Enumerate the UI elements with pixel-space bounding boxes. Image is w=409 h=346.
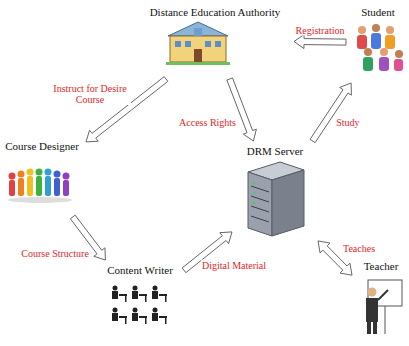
diagram-node: Distance Education Authority: [140, 6, 290, 75]
edge-label: Access Rights: [178, 117, 237, 128]
server-icon: [248, 162, 304, 236]
edge-label: Digital Material: [201, 260, 267, 271]
diagram-node: Student: [350, 6, 406, 79]
hollow-arrow: [294, 35, 346, 49]
node-label: Student: [360, 6, 396, 19]
node-label: Course Designer: [4, 140, 80, 153]
edge-label: Course Structure: [20, 247, 90, 258]
diagram-node: Content Writer: [100, 264, 180, 346]
edge-label: Registration: [295, 24, 346, 35]
designer-icon: [8, 169, 72, 204]
hollow-arrow: [310, 83, 351, 143]
students-icon: [357, 24, 403, 71]
node-label: Teacher: [363, 260, 400, 273]
edge-label: Teaches: [342, 243, 376, 254]
node-label: Content Writer: [106, 264, 174, 277]
hollow-arrow: [227, 78, 256, 141]
diagram-node: DRM Server: [236, 145, 314, 250]
node-label: Distance Education Authority: [149, 6, 282, 19]
edge-label: Instruct for Desire Course: [49, 83, 131, 105]
writers-icon: [112, 286, 167, 325]
diagram-node: Course Designer: [2, 140, 82, 213]
node-label: DRM Server: [246, 145, 305, 158]
building-icon: [166, 22, 230, 65]
diagram-node: Teacher: [356, 260, 406, 346]
edge-label: Study: [335, 117, 360, 128]
teacher-icon: [366, 280, 402, 334]
